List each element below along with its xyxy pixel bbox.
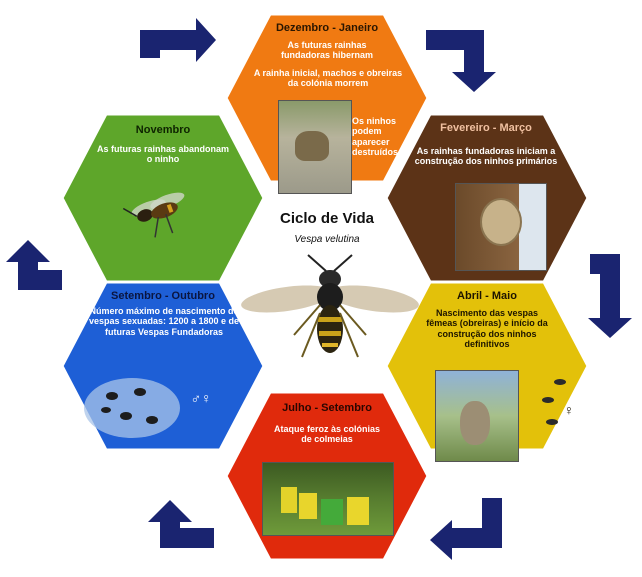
- arrow-bottom-left: [148, 500, 214, 548]
- stage-title-nov: Novembro: [135, 124, 191, 136]
- male-female-symbol: ♂♀: [190, 390, 212, 406]
- arrow-left: [6, 240, 62, 290]
- stage-text-nov: As futuras rainhas abandonam o ninho: [96, 144, 230, 165]
- wasp-illustration: [241, 254, 419, 358]
- photo-definitive-nest: [435, 370, 519, 462]
- arrow-top-left: [140, 18, 216, 62]
- arrow-top-right: [426, 30, 496, 92]
- stage-title-dez-jan: Dezembro - Janeiro: [275, 22, 379, 34]
- photo-beehives: [262, 462, 394, 536]
- stage-text-set-out: Número máximo de nascimento de vespas se…: [88, 306, 240, 337]
- stage-text-fev-mar: As rainhas fundadoras iniciam a construç…: [414, 146, 558, 167]
- stage-title-fev-mar: Fevereiro - Março: [440, 122, 532, 134]
- worker-wasp-icons: [542, 379, 566, 425]
- stage-title-set-out: Setembro - Outubro: [111, 290, 215, 302]
- arrow-bottom-right: [430, 498, 502, 560]
- female-symbol: ♀: [563, 402, 575, 418]
- stage-text-dez-jan-3: Os ninhos podem aparecer destruídos: [352, 116, 399, 158]
- hex-dez-jan: [224, 12, 430, 184]
- center-title: Ciclo de Vida: [280, 210, 374, 227]
- cycle-arrows: [6, 18, 632, 560]
- photo-primary-nest: [455, 183, 547, 271]
- stage-text-dez-jan-2: A rainha inicial, machos e obreiras da c…: [253, 68, 403, 89]
- photo-destroyed-nest: [278, 100, 352, 194]
- stage-title-abr-mai: Abril - Maio: [457, 290, 517, 302]
- stage-title-jul-set: Julho - Setembro: [282, 402, 372, 414]
- stage-text-abr-mai: Nascimento das vespas fêmeas (obreiras) …: [426, 308, 548, 350]
- wasp-icons-group: [101, 388, 158, 424]
- stage-text-dez-jan-1: As futuras rainhas fundadoras hibernam: [280, 40, 373, 61]
- center-subtitle: Vespa velutina: [294, 234, 360, 245]
- stage-text-jul-set: Ataque feroz às colónias de colmeias: [273, 424, 381, 445]
- november-wasp: [122, 192, 185, 238]
- arrow-right: [588, 254, 632, 338]
- sexual-wasps-group: [84, 378, 180, 438]
